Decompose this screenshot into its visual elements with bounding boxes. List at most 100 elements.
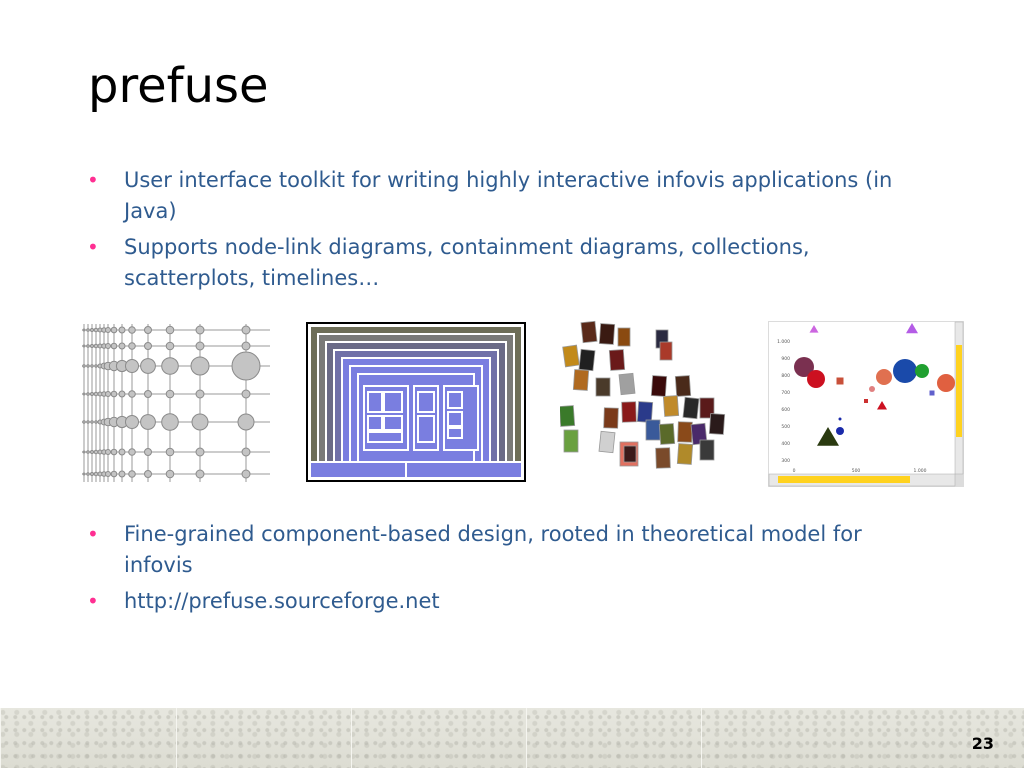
grid-node bbox=[86, 420, 90, 424]
y-tick-label: 400 bbox=[781, 441, 790, 447]
book-cover bbox=[560, 405, 576, 427]
container-block bbox=[383, 415, 403, 431]
bullet-icon: • bbox=[87, 168, 99, 192]
y-tick-label: 300 bbox=[781, 458, 790, 464]
scatter-point bbox=[906, 323, 918, 334]
grid-node bbox=[90, 472, 94, 476]
grid-node bbox=[140, 358, 156, 374]
grid-node bbox=[110, 326, 118, 334]
bullet-text: User interface toolkit for writing highl… bbox=[124, 168, 893, 223]
grid-node bbox=[165, 389, 175, 399]
grid-node bbox=[128, 470, 136, 478]
container-block bbox=[383, 391, 403, 413]
book-cover bbox=[658, 423, 676, 445]
grid-node bbox=[165, 469, 175, 479]
grid-node bbox=[93, 449, 99, 455]
grid-node bbox=[231, 351, 261, 381]
scatter-point bbox=[937, 374, 955, 392]
bullet-item: •Fine-grained component-based design, ro… bbox=[0, 519, 924, 581]
book-cover bbox=[563, 429, 579, 453]
grid-node bbox=[90, 344, 94, 348]
collections-figure bbox=[560, 320, 726, 469]
grid-node bbox=[118, 470, 126, 478]
grid-node bbox=[105, 471, 111, 477]
y-tick-label: 700 bbox=[781, 390, 790, 396]
grid-node bbox=[118, 326, 126, 334]
grid-node bbox=[237, 413, 255, 431]
grid-node bbox=[241, 447, 251, 457]
book-cover bbox=[572, 369, 590, 391]
scatter-point bbox=[915, 364, 929, 378]
grid-node bbox=[125, 359, 139, 373]
grid-node bbox=[82, 344, 86, 348]
grid-node bbox=[195, 447, 205, 457]
grid-node bbox=[241, 341, 251, 351]
grid-node bbox=[94, 364, 98, 368]
bullet-list-top: • User interface toolkit for writing high… bbox=[0, 165, 924, 299]
grid-node bbox=[195, 325, 205, 335]
book-cover bbox=[699, 397, 715, 419]
bullet-icon: • bbox=[87, 235, 99, 259]
grid-node bbox=[128, 390, 136, 398]
grid-node bbox=[144, 342, 152, 350]
grid-node bbox=[144, 470, 152, 478]
bullet-item: •http://prefuse.sourceforge.net bbox=[0, 586, 924, 617]
grid-node bbox=[82, 472, 86, 476]
book-cover bbox=[636, 401, 654, 423]
grid-node bbox=[82, 392, 86, 396]
book-cover bbox=[618, 372, 636, 396]
vertical-scrollbar-thumb bbox=[956, 345, 962, 437]
grid-node bbox=[86, 392, 90, 396]
grid-node bbox=[144, 326, 152, 334]
grid-node bbox=[110, 470, 118, 478]
grid-node bbox=[195, 389, 205, 399]
grid-node bbox=[190, 356, 210, 376]
grid-node bbox=[161, 357, 179, 375]
grid-node bbox=[110, 448, 118, 456]
book-cover bbox=[650, 375, 668, 397]
footer-band bbox=[0, 708, 1024, 768]
page-number: 23 bbox=[971, 734, 994, 753]
bullet-link-text[interactable]: http://prefuse.sourceforge.net bbox=[124, 589, 440, 613]
book-cover bbox=[655, 447, 671, 469]
grid-node bbox=[125, 415, 139, 429]
book-cover bbox=[677, 421, 693, 443]
container-block bbox=[405, 461, 523, 479]
footer-panel bbox=[351, 708, 527, 768]
container-block bbox=[367, 391, 383, 413]
book-cover bbox=[598, 323, 616, 345]
grid-node bbox=[165, 447, 175, 457]
book-cover bbox=[598, 430, 616, 454]
y-tick-label: 600 bbox=[781, 407, 790, 413]
y-tick-label: 1.000 bbox=[777, 339, 790, 345]
grid-node bbox=[82, 328, 86, 332]
y-tick-label: 900 bbox=[781, 356, 790, 362]
book-cover bbox=[682, 396, 700, 420]
book-cover bbox=[621, 401, 637, 423]
grid-node bbox=[93, 471, 99, 477]
bullet-text: Supports node-link diagrams, containment… bbox=[124, 235, 810, 290]
grid-node bbox=[165, 341, 175, 351]
x-tick-label: 0 bbox=[793, 468, 796, 474]
scatter-point bbox=[836, 377, 844, 385]
container-block bbox=[447, 391, 463, 409]
grid-node bbox=[86, 450, 90, 454]
scatter-point bbox=[794, 357, 814, 377]
scatter-point bbox=[807, 370, 825, 388]
grid-node bbox=[165, 325, 175, 335]
grid-node bbox=[140, 414, 156, 430]
grid-node bbox=[105, 449, 111, 455]
grid-node bbox=[93, 343, 99, 349]
scatter-point bbox=[864, 399, 868, 403]
book-cover bbox=[623, 445, 637, 463]
scatter-point bbox=[838, 417, 842, 421]
grid-node bbox=[90, 328, 94, 332]
footer-panel bbox=[176, 708, 352, 768]
grid-node bbox=[118, 342, 126, 350]
grid-node bbox=[93, 391, 99, 397]
grid-node bbox=[86, 364, 90, 368]
bullet-text: Fine-grained component-based design, roo… bbox=[124, 522, 862, 577]
container-block bbox=[367, 431, 403, 443]
grid-node bbox=[128, 326, 136, 334]
y-tick-label: 500 bbox=[781, 424, 790, 430]
